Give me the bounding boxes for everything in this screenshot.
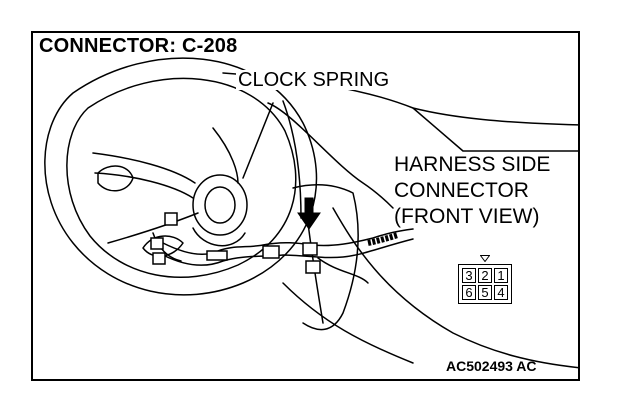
connector-pin: 6 xyxy=(462,285,476,300)
connector-pin-layout: 3 2 1 6 5 4 xyxy=(458,264,512,304)
connector-lock-triangle-icon xyxy=(480,255,490,262)
connector-pin: 4 xyxy=(494,285,508,300)
figure-code: AC502493 AC xyxy=(446,358,537,374)
steering-wheel-illustration xyxy=(44,57,578,369)
wire-harness xyxy=(162,228,414,255)
pointer-arrow xyxy=(297,197,321,230)
harness-label-line-3: (FRONT VIEW) xyxy=(394,205,540,228)
diagram-title: CONNECTOR: C-208 xyxy=(39,35,238,57)
harness-connector-label: HARNESS SIDE CONNECTOR (FRONT VIEW) xyxy=(394,152,550,230)
harness-label-line-1: HARNESS SIDE xyxy=(394,153,551,176)
connector-pin: 5 xyxy=(478,285,492,300)
connector-pin: 1 xyxy=(494,268,508,283)
connector-block xyxy=(164,212,178,226)
clock-spring-leader xyxy=(242,102,274,179)
clock-spring-label: CLOCK SPRING xyxy=(236,69,392,91)
steering-wheel-rim xyxy=(44,57,318,296)
clock-spring-body xyxy=(192,174,248,236)
target-connector xyxy=(305,260,321,274)
diagram-frame: CONNECTOR: C-208 CLOCK SPRING HARNESS SI… xyxy=(31,31,580,381)
harness-label-line-2: CONNECTOR xyxy=(394,179,529,202)
connector-pin: 3 xyxy=(462,268,476,283)
connector-pin: 2 xyxy=(478,268,492,283)
